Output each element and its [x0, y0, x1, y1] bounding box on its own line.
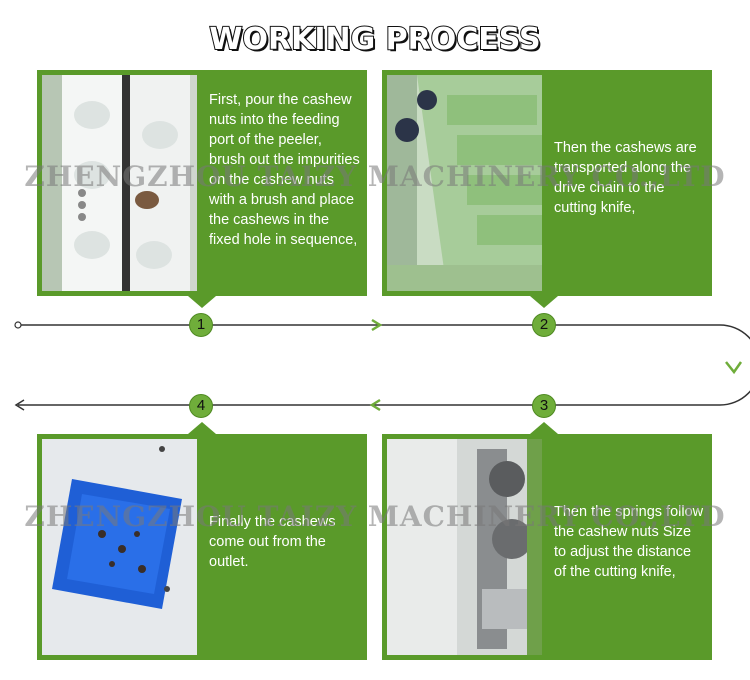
step-4-text: Finally the cashews come out from the ou…	[209, 514, 336, 570]
step-1-badge: 1	[189, 313, 213, 337]
step-2-card: Then the cashews are transported along t…	[382, 70, 712, 296]
step-4-badge: 4	[189, 394, 213, 418]
step-3-card: Then the springs follow the cashew nuts …	[382, 434, 712, 660]
step-4-card: Finally the cashews come out from the ou…	[37, 434, 367, 660]
cutting-knife-photo	[387, 439, 542, 655]
step-2-pointer	[530, 296, 558, 308]
step-3-pointer	[530, 422, 558, 434]
step-1-pointer	[188, 296, 216, 308]
step-3-text: Then the springs follow the cashew nuts …	[554, 504, 704, 580]
step-4-pointer	[188, 422, 216, 434]
drive-chain-photo	[387, 75, 542, 291]
step-3-badge: 3	[532, 394, 556, 418]
step-2-text: Then the cashews are transported along t…	[554, 140, 697, 216]
feeding-tray-photo	[42, 75, 197, 291]
step-1-text: First, pour the cashew nuts into the fee…	[209, 92, 360, 248]
page-title: WORKING PROCESS	[208, 21, 541, 58]
outlet-basket-photo	[42, 439, 197, 655]
step-2-badge: 2	[532, 313, 556, 337]
step-1-card: First, pour the cashew nuts into the fee…	[37, 70, 367, 296]
